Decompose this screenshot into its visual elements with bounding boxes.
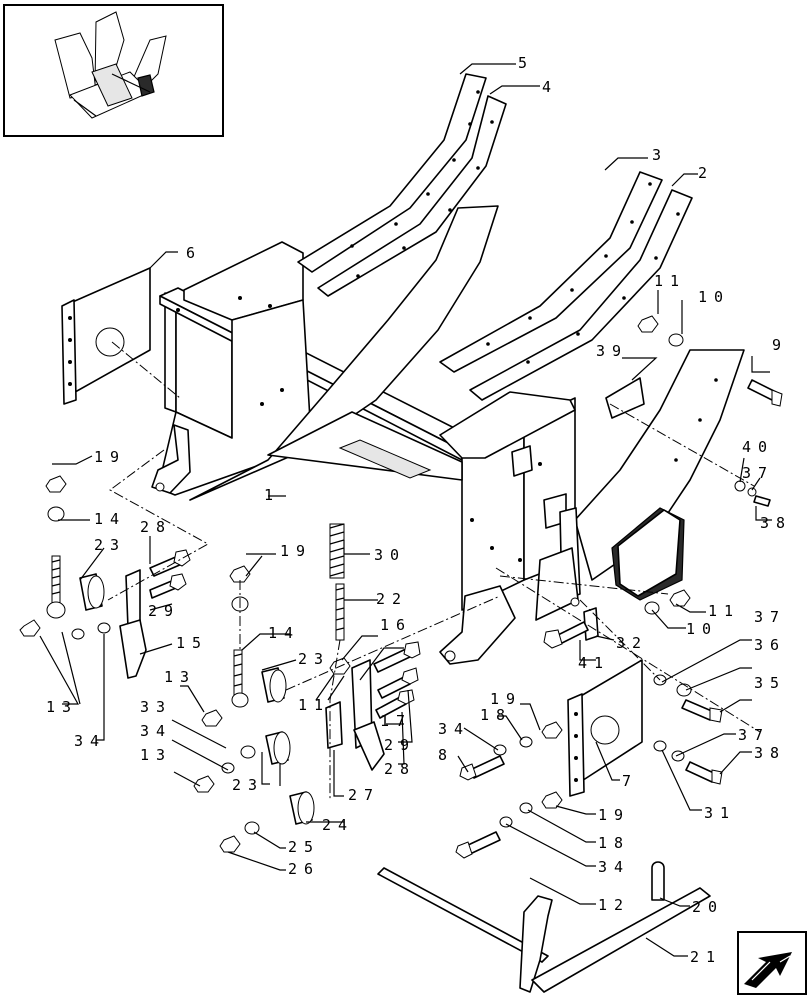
- callout-c27: 27: [348, 786, 380, 804]
- callout-c1: 1: [264, 486, 280, 504]
- callout-c21: 21: [690, 948, 722, 966]
- callout-c39: 39: [596, 342, 628, 360]
- callout-c38b: 38: [754, 744, 786, 762]
- assembly-thumbnail-icon: [3, 4, 224, 137]
- callout-c2: 2: [698, 164, 714, 182]
- callout-c25: 25: [288, 838, 320, 856]
- callout-c36: 36: [754, 636, 786, 654]
- callout-c37a: 37: [742, 464, 774, 482]
- callout-c37b: 37: [754, 608, 786, 626]
- callout-c26: 26: [288, 860, 320, 878]
- callout-c14b: 14: [268, 624, 300, 642]
- callout-c11a: 11: [654, 272, 686, 290]
- lever-16-part: [351, 659, 385, 771]
- callout-c16: 16: [380, 616, 412, 634]
- callout-c37c: 37: [738, 726, 770, 744]
- wear-strip-5-part: [297, 73, 487, 273]
- callout-c22: 22: [376, 590, 408, 608]
- callout-c17: 17: [380, 712, 412, 730]
- callout-c8: 8: [438, 746, 454, 764]
- side-plate-6-part: [61, 267, 151, 405]
- callout-c11b: 11: [708, 602, 740, 620]
- callout-c29a: 29: [148, 602, 180, 620]
- lever-21-part: [519, 887, 711, 993]
- callout-c32: 32: [616, 634, 648, 652]
- lever-15-part: [119, 569, 147, 679]
- callout-c28b: 28: [384, 760, 416, 778]
- callout-c23c: 23: [232, 776, 264, 794]
- callout-c13c: 13: [140, 746, 172, 764]
- bracket-32-part: [583, 607, 599, 641]
- callout-c14a: 14: [94, 510, 126, 528]
- wear-strip-3-part: [439, 171, 663, 373]
- callout-c38a: 38: [760, 514, 792, 532]
- callout-c35: 35: [754, 674, 786, 692]
- callout-c34c: 34: [438, 720, 470, 738]
- callout-c40: 40: [742, 438, 774, 456]
- callout-c13a: 13: [46, 698, 78, 716]
- callout-c30: 30: [374, 546, 406, 564]
- callout-c23b: 23: [298, 650, 330, 668]
- callout-c10b: 10: [686, 620, 718, 638]
- bolts-part: [149, 379, 783, 859]
- callout-c13b: 13: [164, 668, 196, 686]
- callout-c4: 4: [542, 78, 558, 96]
- side-plate-7-part: [567, 659, 643, 797]
- callout-labels: 5 4 3 2 6 1 11 10 9 39 40 37 38 11 10 32…: [46, 54, 792, 966]
- pin-20-part: [651, 861, 665, 901]
- callout-c5: 5: [518, 54, 534, 72]
- callout-c31: 31: [704, 804, 736, 822]
- threaded-rod-14c-part: [231, 649, 249, 708]
- callout-c15: 15: [176, 634, 208, 652]
- callout-c28a: 28: [140, 518, 172, 536]
- callout-c3: 3: [652, 146, 668, 164]
- leader-lines: [39, 63, 772, 957]
- callout-c24: 24: [322, 816, 354, 834]
- shaft-12-part: [377, 867, 549, 963]
- wear-strip-2-part: [469, 189, 693, 401]
- callout-c19a: 19: [94, 448, 126, 466]
- callout-c19d: 19: [598, 806, 630, 824]
- callout-c29b: 29: [384, 736, 416, 754]
- wear-strip-4-part: [317, 95, 507, 297]
- callout-c41: 41: [578, 654, 610, 672]
- callout-c19b: 19: [280, 542, 312, 560]
- next-page-arrow-icon[interactable]: [737, 931, 807, 995]
- callout-c20: 20: [692, 898, 724, 916]
- callout-c34b: 34: [140, 722, 172, 740]
- callout-c33: 33: [140, 698, 172, 716]
- callout-c9: 9: [772, 336, 788, 354]
- callout-c12: 12: [598, 896, 630, 914]
- callout-c7: 7: [622, 772, 638, 790]
- callout-c18b: 18: [598, 834, 630, 852]
- threaded-rod-14b-part: [335, 583, 345, 641]
- spring-30-part: [329, 523, 345, 579]
- callout-c34d: 34: [598, 858, 630, 876]
- callout-c34a: 34: [74, 732, 106, 750]
- callout-c19c: 19: [490, 690, 522, 708]
- main-frame-part: [151, 205, 745, 665]
- bracket-39-part: [605, 377, 645, 419]
- callout-c10a: 10: [698, 288, 730, 306]
- callout-c6: 6: [186, 244, 202, 262]
- callout-c11c: 11: [298, 696, 330, 714]
- rollers-23-part: [79, 573, 315, 825]
- assembly-center-lines: [107, 341, 761, 800]
- callout-c18a: 18: [480, 706, 512, 724]
- nuts-and-washers-part: [19, 315, 757, 853]
- threaded-rod-14a-part: [46, 555, 66, 619]
- strip-holes: [350, 90, 718, 462]
- callout-c23a: 23: [94, 536, 126, 554]
